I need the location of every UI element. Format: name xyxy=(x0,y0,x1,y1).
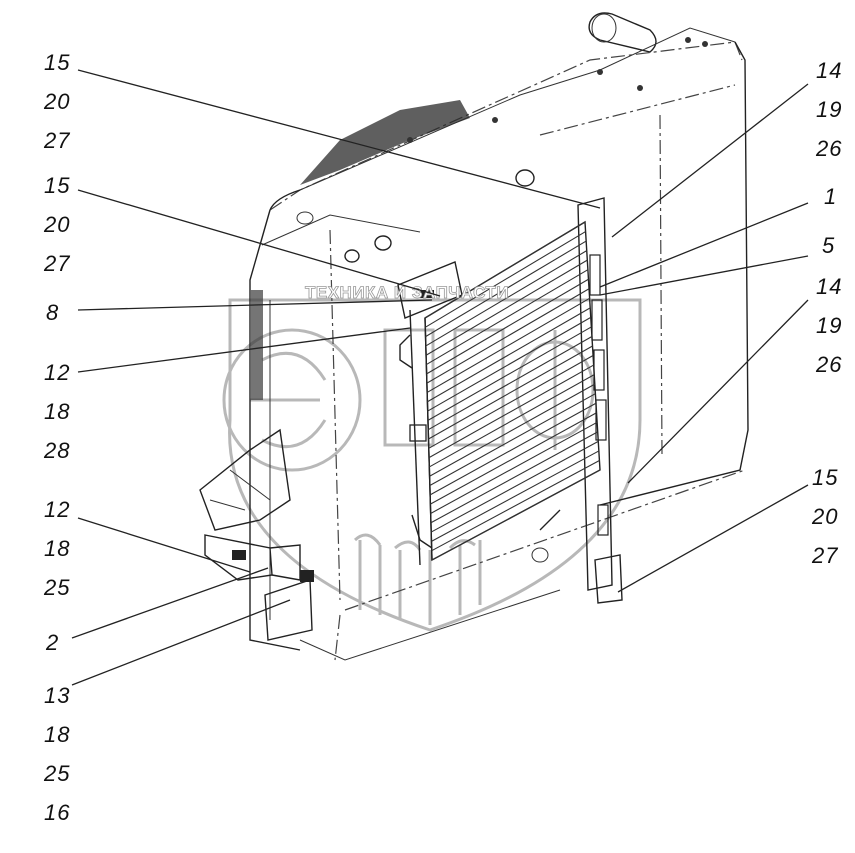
condenser-fin xyxy=(425,259,588,356)
callout-label: 27 xyxy=(812,543,839,568)
condenser-fin xyxy=(428,355,594,449)
condenser-fin xyxy=(430,440,599,533)
callout-label: 20 xyxy=(812,504,839,529)
condenser-fin xyxy=(425,240,587,338)
watermark-text: ТЕХНИКА И ЗАПЧАСТИ xyxy=(305,283,509,302)
callout-label: 12 xyxy=(44,360,71,385)
callout-label: 28 xyxy=(44,438,71,463)
callout-label: 25 xyxy=(44,575,71,600)
condenser-fin xyxy=(426,278,589,375)
condenser-fin xyxy=(427,307,591,403)
callout-label: 15 xyxy=(44,50,71,75)
condenser-fin xyxy=(429,374,595,468)
callout-label: 1 xyxy=(824,184,838,209)
condenser-fin xyxy=(428,345,593,440)
callout-label: 12 xyxy=(44,497,71,522)
condenser-fin xyxy=(424,221,586,319)
leader-lines xyxy=(71,69,809,686)
condenser-fin xyxy=(431,459,600,552)
callout-label: 5 xyxy=(822,233,836,258)
callout-label: 18 xyxy=(44,722,71,747)
condenser-fins xyxy=(424,221,601,561)
callout-label: 18 xyxy=(44,399,71,424)
callout-label: 13 xyxy=(44,683,71,708)
condenser-fin xyxy=(425,250,588,347)
condenser-fin xyxy=(430,412,597,505)
condenser-fin xyxy=(428,364,594,459)
callout-label: 20 xyxy=(44,89,71,114)
callout-label: 15 xyxy=(44,173,71,198)
callout-label: 16 xyxy=(44,800,71,825)
condenser-fin xyxy=(426,297,590,393)
callout-label: 14 xyxy=(816,274,843,299)
callout-label: 26 xyxy=(816,352,843,377)
condenser-fin xyxy=(431,450,600,542)
watermark-emblem xyxy=(222,298,642,632)
callout-label: 2 xyxy=(46,630,60,655)
callout-label: 19 xyxy=(816,313,843,338)
condenser-fin xyxy=(424,231,586,328)
callout-label: 25 xyxy=(44,761,71,786)
condenser-fin xyxy=(429,402,597,496)
condenser-fin xyxy=(427,316,592,412)
callout-label: 26 xyxy=(816,136,843,161)
condenser-fin xyxy=(426,269,589,366)
condenser-core xyxy=(397,197,623,604)
callout-label: 27 xyxy=(44,251,71,276)
callout-label: 20 xyxy=(44,212,71,237)
condenser-fin xyxy=(430,431,598,524)
condenser-fin xyxy=(426,288,590,384)
condenser-fin xyxy=(427,326,592,421)
condenser-fin xyxy=(429,393,596,487)
condenser-fin xyxy=(431,469,601,561)
callout-label: 18 xyxy=(44,536,71,561)
callout-label: 15 xyxy=(812,465,839,490)
condenser-fin xyxy=(429,383,596,477)
callout-label: 27 xyxy=(44,128,71,153)
cooling-module-housing xyxy=(199,12,749,661)
callout-label: 14 xyxy=(816,58,843,83)
condenser-fin xyxy=(430,421,598,514)
callout-label: 8 xyxy=(46,300,60,325)
callout-label: 19 xyxy=(816,97,843,122)
condenser-fin xyxy=(427,335,593,431)
